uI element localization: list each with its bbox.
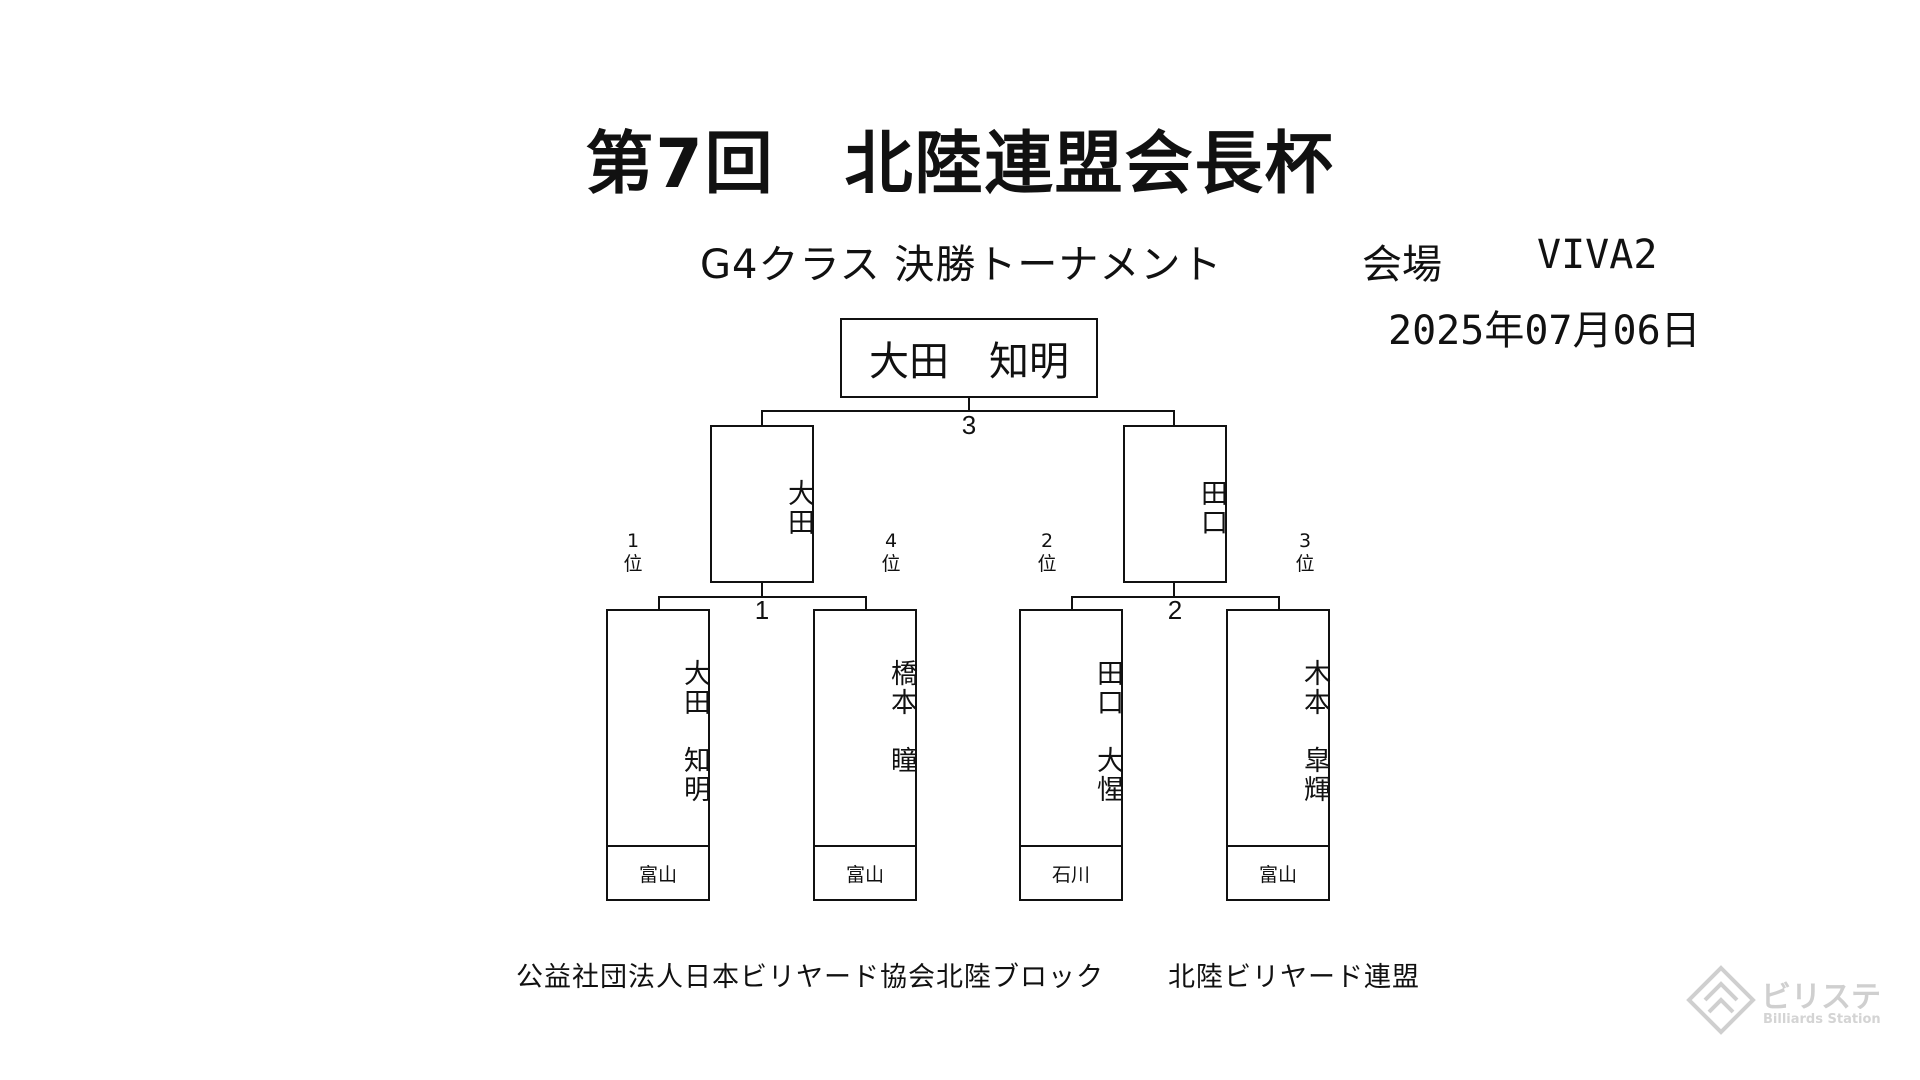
semi2-stem-line [1173, 583, 1175, 596]
player-box: 田口 大惺 石川 [1019, 609, 1123, 901]
semi2-right-drop-line [1278, 596, 1280, 609]
player-name: 田口 大惺 [1092, 659, 1123, 804]
final-stem-line [968, 398, 970, 410]
player-name: 木本 皐輝 [1299, 659, 1330, 804]
player-rank-label: 1 位 [623, 530, 643, 575]
player-name: 橋本 瞳 [886, 659, 917, 775]
semifinalist-name: 田口 [1196, 479, 1227, 537]
semi1-stem-line [761, 583, 763, 596]
tournament-class-subtitle: G4クラス 決勝トーナメント [700, 242, 1223, 288]
champion-name: 大田 知明 [869, 339, 1069, 385]
semi1-bracket-line [658, 596, 867, 598]
player-box: 橋本 瞳 富山 [813, 609, 917, 901]
watermark: ビリステ Billiards Station [1683, 962, 1888, 1042]
player-rank-label: 2 位 [1037, 530, 1057, 575]
venue-label: 会場 [1362, 242, 1442, 288]
semi2-left-drop-line [1071, 596, 1073, 609]
event-date: 2025年07月06日 [1388, 308, 1701, 354]
player-prefecture: 富山 [608, 845, 708, 899]
semi1-right-drop-line [865, 596, 867, 609]
semi2-match-number: 2 [1167, 595, 1183, 625]
watermark-subtext: Billiards Station [1763, 1012, 1881, 1027]
federation-text: 北陸ビリヤード連盟 [1168, 962, 1420, 993]
semi2-bracket-line [1071, 596, 1280, 598]
final-bracket-line [761, 410, 1175, 412]
semifinalist-name: 大田 [783, 479, 814, 537]
player-prefecture: 石川 [1021, 845, 1121, 899]
final-left-drop-line [761, 410, 763, 425]
semi1-match-number: 1 [754, 595, 770, 625]
watermark-text: ビリステ [1761, 980, 1881, 1015]
player-box: 木本 皐輝 富山 [1226, 609, 1330, 901]
venue-value: VIVA2 [1537, 232, 1658, 278]
player-name: 大田 知明 [679, 659, 710, 804]
player-box: 大田 知明 富山 [606, 609, 710, 901]
player-prefecture: 富山 [1228, 845, 1328, 899]
champion-box: 大田 知明 [840, 318, 1098, 398]
final-right-drop-line [1173, 410, 1175, 425]
page-title: 第7回 北陸連盟会長杯 [585, 125, 1335, 204]
player-rank-label: 3 位 [1295, 530, 1315, 575]
organizer-text: 公益社団法人日本ビリヤード協会北陸ブロック [516, 962, 1104, 993]
final-match-number: 3 [961, 410, 977, 440]
semifinalist-box-left: 大田 [710, 425, 814, 583]
player-rank-label: 4 位 [881, 530, 901, 575]
player-prefecture: 富山 [815, 845, 915, 899]
semi1-left-drop-line [658, 596, 660, 609]
semifinalist-box-right: 田口 [1123, 425, 1227, 583]
billiards-station-logo-icon [1686, 965, 1756, 1035]
